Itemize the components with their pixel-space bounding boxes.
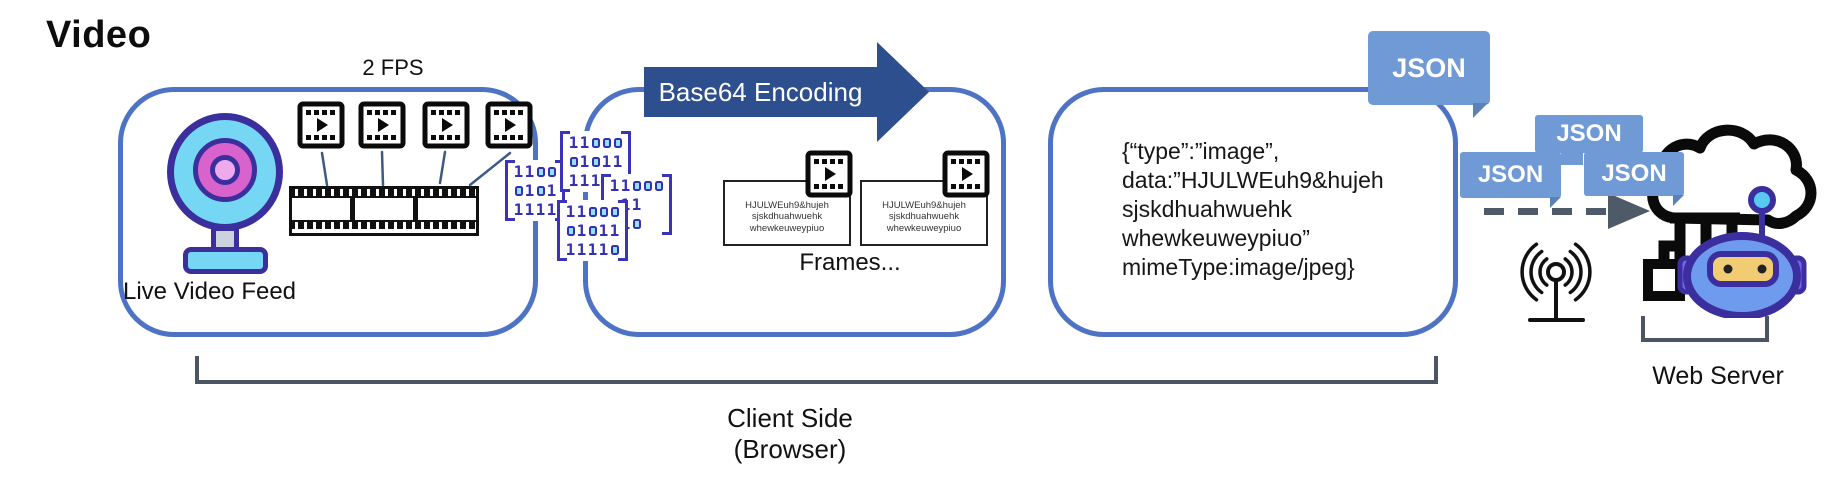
cloud-server-robot-icon <box>1643 124 1817 318</box>
web-server-label: Web Server <box>1652 362 1784 390</box>
json-chip: JSON <box>1535 115 1643 153</box>
client-side-bracket <box>195 356 1438 384</box>
webcam-icon <box>167 113 283 231</box>
client-side-label: Client Side (Browser) <box>727 403 853 464</box>
video-frame-icon <box>358 101 406 149</box>
json-chip: JSON <box>1368 31 1490 118</box>
web-server-bracket <box>1641 316 1769 342</box>
dashed-arrow-head <box>1608 193 1650 229</box>
video-frame-icon <box>422 101 470 149</box>
video-frame-icon <box>942 150 990 198</box>
radio-antenna-icon <box>1520 242 1592 322</box>
live-video-feed-label: Live Video Feed <box>123 278 297 305</box>
page-title: Video <box>46 14 152 56</box>
dashed-arrow-icon <box>1484 208 1612 215</box>
base64-encoding-arrow: Base64 Encoding <box>644 67 877 117</box>
frame-connector-lines <box>320 150 512 187</box>
json-chip: JSON <box>1584 152 1684 206</box>
video-frame-icon <box>485 101 533 149</box>
base64-encoding-arrow-head <box>877 42 929 142</box>
webcam-icon <box>183 247 268 274</box>
base64-encoding-label: Base64 Encoding <box>658 76 863 107</box>
video-frame-icon <box>297 101 345 149</box>
film-strip-icon <box>289 186 479 236</box>
json-payload-text: {“type”:”image”, data:”HJULWEuh9&hujeh s… <box>1122 138 1384 280</box>
video-frame-icon <box>805 150 853 198</box>
fps-label: 2 FPS <box>362 55 424 80</box>
frames-caption: Frames... <box>799 249 901 276</box>
json-payload-box <box>1048 87 1458 337</box>
json-chip-notch <box>1561 152 1583 165</box>
json-chip: JSON <box>1460 152 1561 208</box>
